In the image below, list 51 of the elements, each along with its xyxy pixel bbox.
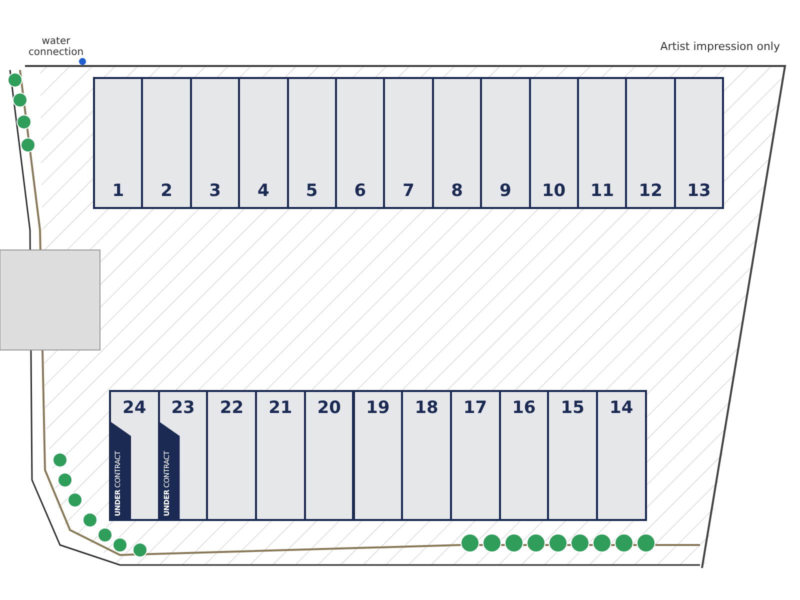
lot-number: 3 [208,181,222,201]
unit-lot [401,390,452,521]
callout-text: water connection [22,36,90,60]
unit-lot [625,77,676,209]
unit-lot [498,390,550,521]
unit-lot [141,77,192,209]
lot-number: 7 [402,181,416,201]
unit-lot [528,77,579,209]
lot-number: 18 [414,398,440,418]
unit-lot [335,77,386,209]
unit-lot [286,77,337,209]
unit-lot [674,77,724,209]
lot-number: 20 [316,398,342,418]
unit-lot [450,390,501,521]
unit-lot [383,77,434,209]
lot-number: 24 [122,398,148,418]
unit-lot [596,390,647,521]
lot-number: 5 [304,181,319,201]
lot-number: 11 [589,181,616,201]
lot-number: 8 [450,181,464,201]
lot-number: 21 [268,398,294,418]
lot-number: 22 [218,398,245,418]
unit-lot [352,390,404,521]
lot-number: 6 [353,181,368,201]
unit-lot [480,77,531,209]
unit-lot [206,390,258,521]
connection-point [79,58,86,65]
disclaimer-note: Artist impression only [660,40,780,53]
lot-number: 19 [365,398,391,418]
unit-lot [238,77,289,209]
lot-number: 9 [498,181,512,201]
lot-number: 16 [511,398,537,418]
unit-lot [190,77,240,209]
lot-number: 17 [462,398,488,418]
lot-number: 4 [256,181,270,201]
unit-lot [547,390,598,521]
unit-lot [255,390,306,521]
lot-number: 13 [686,181,712,201]
lot-number: 10 [540,181,567,201]
lot-number: 2 [160,181,174,201]
lot-number: 14 [608,398,634,418]
lot-number: 1 [111,181,126,201]
lot-number: 15 [560,398,586,418]
unit-lot [109,390,160,521]
unit-lot [93,77,144,209]
lot-number: 12 [638,181,664,201]
unit-lot [432,77,482,209]
unit-lot [158,390,208,521]
unit-lot [577,77,628,209]
lot-number: 23 [170,398,196,418]
unit-lot [304,390,354,521]
